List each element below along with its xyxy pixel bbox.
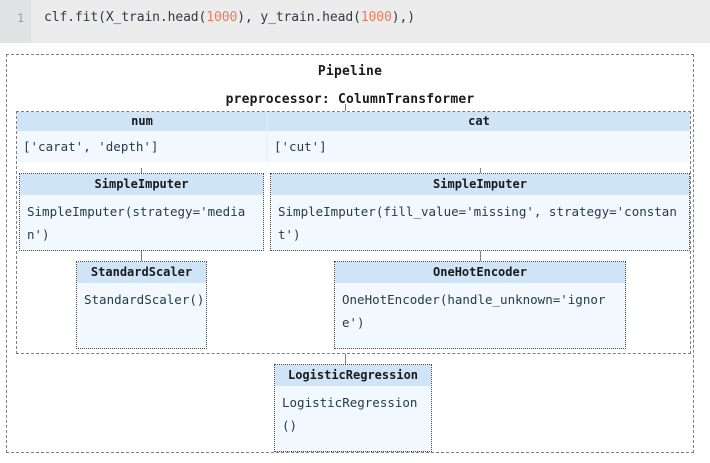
code-input-line[interactable]: clf.fit(X_train.head(1000), y_train.head… xyxy=(31,0,415,26)
column-values-cat: ['cut'] xyxy=(268,131,690,162)
connector-imputer-to-encoder xyxy=(480,251,481,261)
code-token-middle: ), y_train.head( xyxy=(237,10,361,25)
estimator-simple-imputer-cat[interactable]: SimpleImputer SimpleImputer(fill_value='… xyxy=(270,173,690,251)
column-transformer-container[interactable]: num ['carat', 'depth'] cat ['cut'] Simpl… xyxy=(16,111,691,354)
estimator-repr-logistic-regression: LogisticRegression() xyxy=(282,395,418,433)
estimator-title-one-hot-encoder[interactable]: OneHotEncoder xyxy=(335,262,625,283)
code-cell[interactable]: 1 clf.fit(X_train.head(1000), y_train.he… xyxy=(0,0,710,43)
column-header-cat[interactable]: cat xyxy=(268,112,690,131)
estimator-repr-one-hot-encoder: OneHotEncoder(handle_unknown='ignore') xyxy=(342,292,606,330)
code-token-suffix: ),) xyxy=(391,10,415,25)
estimator-logistic-regression[interactable]: LogisticRegression LogisticRegression() xyxy=(274,364,432,452)
connector-ct-to-columns xyxy=(345,104,346,111)
estimator-standard-scaler[interactable]: StandardScaler StandardScaler() xyxy=(76,261,207,349)
column-group-cat[interactable]: cat ['cut'] xyxy=(267,112,690,162)
connector-num-to-imputer xyxy=(141,168,142,176)
estimator-repr-simple-imputer-num: SimpleImputer(strategy='median') xyxy=(27,204,246,242)
column-transformer-title[interactable]: preprocessor: ColumnTransformer xyxy=(225,92,475,107)
pipeline-title[interactable]: Pipeline xyxy=(317,64,383,79)
line-number: 1 xyxy=(17,11,24,25)
estimator-repr-standard-scaler: StandardScaler() xyxy=(84,292,205,307)
connector-imputer-to-scaler xyxy=(141,251,142,261)
estimator-one-hot-encoder[interactable]: OneHotEncoder OneHotEncoder(handle_unkno… xyxy=(334,261,626,349)
estimator-title-standard-scaler[interactable]: StandardScaler xyxy=(77,262,206,283)
estimator-simple-imputer-num[interactable]: SimpleImputer SimpleImputer(strategy='me… xyxy=(19,173,264,251)
estimator-repr-simple-imputer-cat: SimpleImputer(fill_value='missing', stra… xyxy=(278,204,677,242)
column-header-num[interactable]: num xyxy=(17,112,267,131)
column-transformer-columns: num ['carat', 'depth'] cat ['cut'] xyxy=(17,112,690,162)
code-token-number-2: 1000 xyxy=(360,10,392,25)
pipeline-diagram-output: Pipeline preprocessor: ColumnTransformer… xyxy=(0,43,710,463)
code-token-number-1: 1000 xyxy=(206,10,238,25)
code-token-prefix: clf.fit(X_train.head( xyxy=(44,10,207,25)
column-values-num: ['carat', 'depth'] xyxy=(17,131,267,162)
pipeline-container[interactable]: Pipeline preprocessor: ColumnTransformer… xyxy=(6,54,694,453)
line-number-gutter: 1 xyxy=(0,0,31,43)
connector-ct-to-classifier xyxy=(345,354,346,364)
column-group-num[interactable]: num ['carat', 'depth'] xyxy=(17,112,267,162)
connector-cat-to-imputer xyxy=(480,168,481,176)
estimator-title-simple-imputer-num[interactable]: SimpleImputer xyxy=(20,174,263,195)
estimator-title-logistic-regression[interactable]: LogisticRegression xyxy=(275,365,431,386)
estimator-title-simple-imputer-cat[interactable]: SimpleImputer xyxy=(271,174,689,195)
